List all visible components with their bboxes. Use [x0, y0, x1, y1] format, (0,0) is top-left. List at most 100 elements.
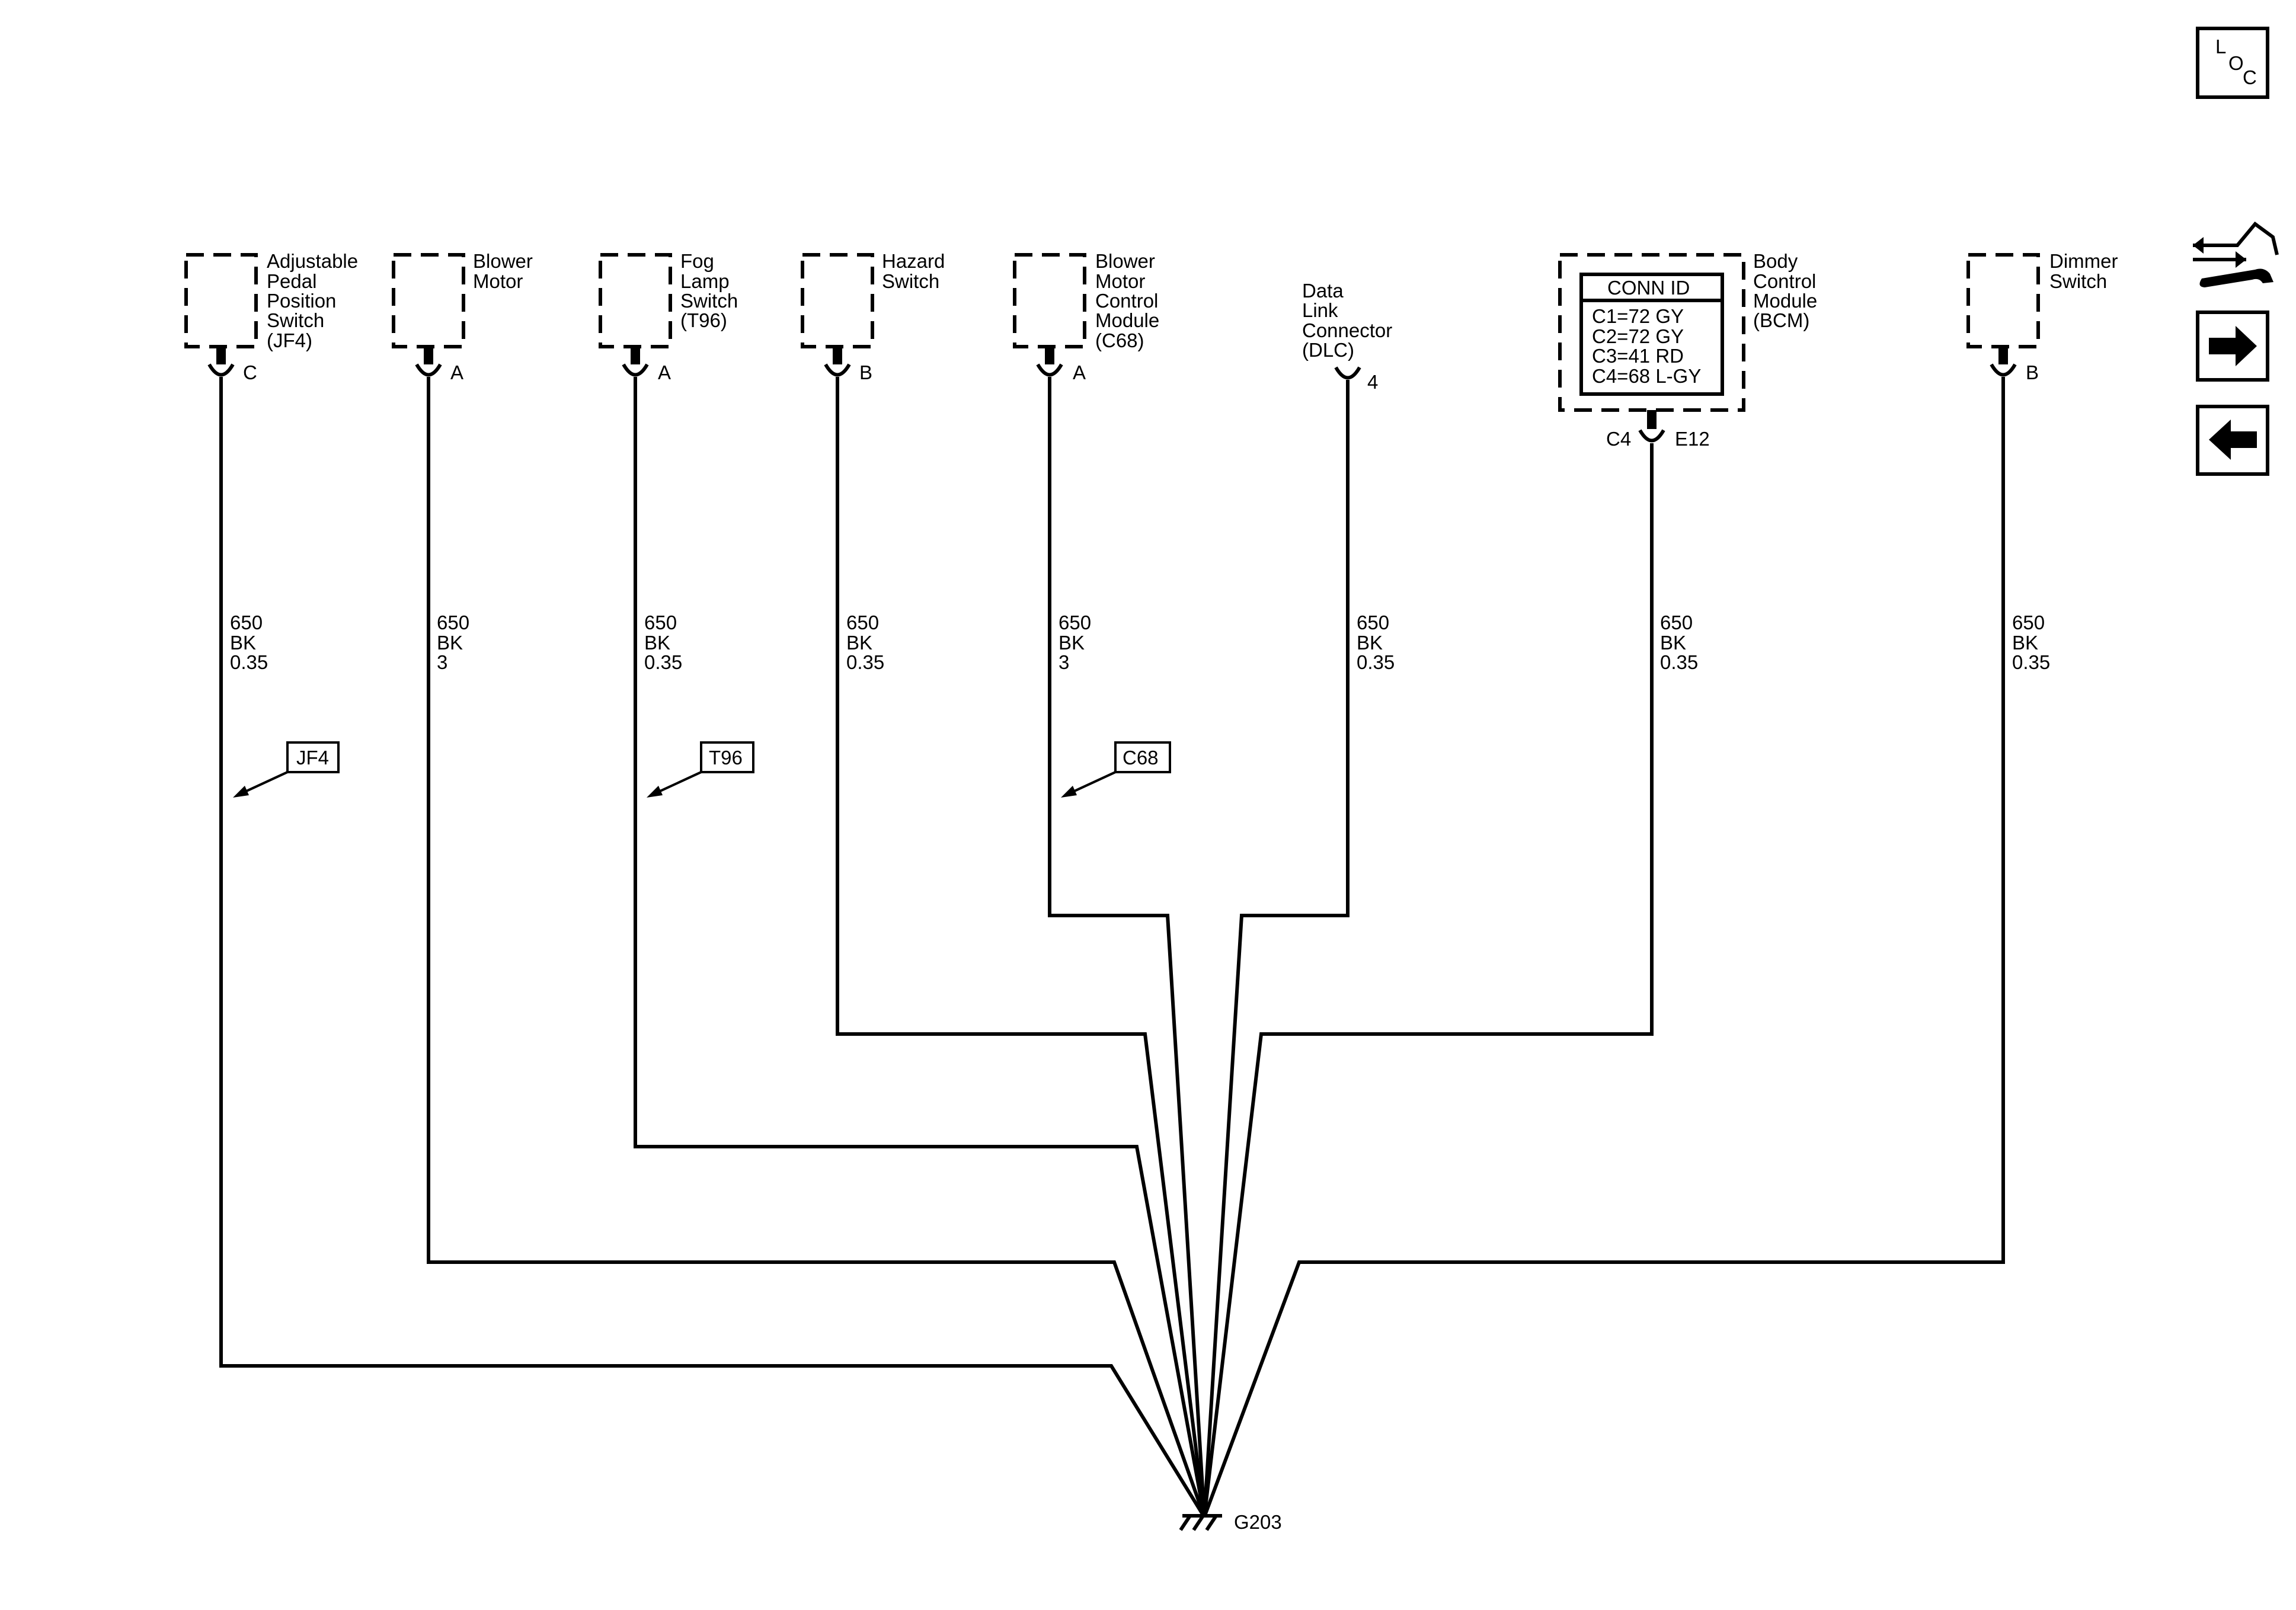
ref-tag-label: T96 [709, 747, 743, 769]
wire-color: BK [1660, 632, 1686, 654]
component-name-line: Switch [267, 309, 324, 331]
ref-tag-jf4[interactable]: JF4 [233, 741, 340, 798]
conn-id-title: CONN ID [1607, 277, 1690, 299]
wire-labels: 650 BK 0.35 650 BK 3 650 BK 0.35 650 BK … [230, 612, 2050, 673]
ground-g203: G203 [1179, 1511, 1282, 1533]
wire-blower-motor [427, 377, 1206, 1518]
wire-gauge: 0.35 [644, 651, 682, 673]
component-name-line: Motor [473, 270, 523, 292]
wire-color: BK [2012, 632, 2038, 654]
component-name-line: (BCM) [1753, 309, 1809, 331]
wire-jf4 [219, 377, 1206, 1518]
component-hazard-switch: Hazard Switch B [801, 250, 945, 383]
wire-gauge: 0.35 [230, 651, 268, 673]
wire-gauge: 3 [437, 651, 447, 673]
component-name-line: Pedal [267, 270, 316, 292]
circuit-number: 650 [230, 612, 263, 633]
wire-color: BK [1357, 632, 1383, 654]
wire-c68 [1048, 377, 1206, 1518]
component-name-line: (JF4) [267, 329, 312, 351]
component-jf4: Adjustable Pedal Position Switch (JF4) C [184, 250, 358, 383]
forward-button[interactable] [2196, 311, 2269, 382]
component-c68: Blower Motor Control Module (C68) A [1013, 250, 1159, 383]
pin-label: E12 [1675, 428, 1710, 450]
component-name-line: Switch [882, 270, 939, 292]
component-name-line: Motor [1095, 270, 1145, 292]
wire-gauge: 0.35 [1357, 651, 1395, 673]
wire-hazard [836, 377, 1206, 1518]
pin-label: A [1073, 361, 1086, 383]
pin-label: A [658, 361, 671, 383]
component-name-line: Adjustable [267, 250, 358, 272]
component-name-line: Lamp [680, 270, 730, 292]
component-name-line: Dimmer [2049, 250, 2118, 272]
component-name-line: Blower [473, 250, 533, 272]
wire-color: BK [846, 632, 872, 654]
pin-label: 4 [1367, 371, 1378, 393]
wire-gauge: 0.35 [2012, 651, 2050, 673]
repair-tools-icon[interactable] [2193, 221, 2279, 287]
wire-dimmer [1203, 377, 2005, 1518]
loc-letter-o: O [2228, 52, 2244, 74]
back-button[interactable] [2196, 405, 2269, 476]
conn-id-row: C2=72 GY [1592, 325, 1684, 347]
wire-t96 [634, 377, 1206, 1518]
circuit-number: 650 [644, 612, 677, 633]
circuit-number: 650 [1660, 612, 1693, 633]
wires [219, 377, 2005, 1518]
wire-gauge: 0.35 [846, 651, 884, 673]
connector-label: C4 [1606, 428, 1631, 450]
conn-id-row: C3=41 RD [1592, 345, 1684, 367]
wire-color: BK [1059, 632, 1085, 654]
component-name-line: Connector [1302, 319, 1392, 341]
loc-letter-l: L [2215, 36, 2226, 57]
circuit-number: 650 [846, 612, 879, 633]
pin-label: C [243, 361, 257, 383]
pin-label: B [859, 361, 872, 383]
component-name-line: Hazard [882, 250, 945, 272]
conn-id-row: C1=72 GY [1592, 305, 1684, 327]
wire-color: BK [230, 632, 256, 654]
component-name-line: Position [267, 290, 336, 312]
component-name-line: Blower [1095, 250, 1155, 272]
pin-label: A [450, 361, 463, 383]
component-t96: Fog Lamp Switch (T96) A [599, 250, 738, 383]
wire-bcm [1203, 443, 1654, 1518]
circuit-number: 650 [1357, 612, 1389, 633]
wire-gauge: 3 [1059, 651, 1069, 673]
component-dlc: Data Link Connector (DLC) 4 [1302, 280, 1392, 393]
pin-label: B [2026, 361, 2039, 383]
component-name-line: (T96) [680, 309, 727, 331]
component-name-line: (C68) [1095, 329, 1144, 351]
component-name-line: Link [1302, 299, 1338, 321]
wire-dlc [1203, 380, 1350, 1518]
loc-letter-c: C [2243, 66, 2257, 88]
component-name-line: Module [1095, 309, 1159, 331]
component-name-line: Control [1753, 270, 1816, 292]
ground-label: G203 [1234, 1511, 1282, 1533]
loc-button[interactable]: L O C [2196, 27, 2269, 99]
ref-tag-c68[interactable]: C68 [1061, 741, 1171, 798]
ref-tag-t96[interactable]: T96 [647, 741, 754, 798]
component-name-line: Switch [680, 290, 738, 312]
component-blower-motor: Blower Motor A [392, 250, 533, 383]
ref-tag-label: C68 [1123, 747, 1159, 769]
circuit-number: 650 [437, 612, 469, 633]
component-name-line: Body [1753, 250, 1798, 272]
component-name-line: Fog [680, 250, 714, 272]
component-dimmer-switch: Dimmer Switch B [1966, 250, 2118, 383]
back-arrow-icon [2209, 420, 2257, 460]
wire-color: BK [644, 632, 670, 654]
circuit-number: 650 [1059, 612, 1091, 633]
forward-arrow-icon [2209, 326, 2257, 366]
component-name-line: Data [1302, 280, 1344, 302]
wire-gauge: 0.35 [1660, 651, 1698, 673]
component-name-line: Module [1753, 290, 1817, 312]
wire-color: BK [437, 632, 463, 654]
component-bcm: CONN ID C1=72 GY C2=72 GY C3=41 RD C4=68… [1558, 250, 1817, 450]
ref-tag-label: JF4 [296, 747, 329, 769]
component-name-line: Switch [2049, 270, 2107, 292]
component-name-line: (DLC) [1302, 339, 1354, 361]
conn-id-row: C4=68 L-GY [1592, 365, 1701, 387]
